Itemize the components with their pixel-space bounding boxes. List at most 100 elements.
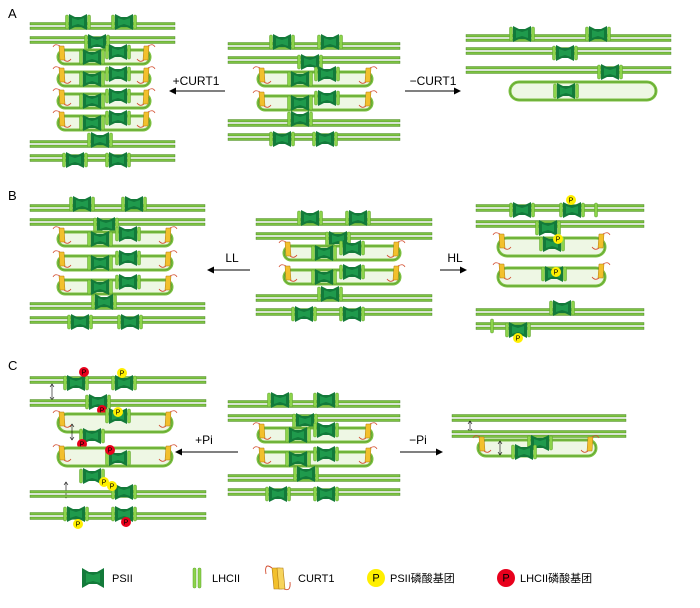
lhcii-icon [101,115,105,131]
lhcii-icon [313,446,317,462]
lhcii-icon [115,250,119,266]
lhcii-icon [317,34,321,50]
lhcii-icon [87,132,91,148]
lhcii-icon [143,196,147,212]
legend-lhcii-phosphate-icon: P [497,569,515,587]
lhcii-icon [557,220,561,236]
lhcii-icon [87,14,91,30]
lhcii-icon [297,210,301,226]
lhcii-icon [563,266,567,282]
lhcii-phosphate-icon: P [105,445,115,455]
phosphate-label: P [108,447,113,454]
lhcii-icon [297,54,301,70]
lhcii-icon [511,444,515,460]
legend-label-lhcii: LHCII [212,573,240,585]
lhcii-icon [339,240,343,256]
thylakoid-membrane [255,294,433,302]
thylakoid-membrane [255,218,433,226]
lhcii-icon [287,486,291,502]
lhcii-icon [505,322,509,338]
legend-label-curt1: CURT1 [298,573,334,585]
thylakoid-membrane [227,414,401,422]
lhcii-icon [575,83,579,99]
lhcii-icon [111,506,115,522]
legend-psii-icon [82,568,104,588]
lhcii-icon [311,245,315,261]
legend-curt1-icon [265,565,291,591]
lhcii-icon [552,45,556,61]
thylakoid-membrane [227,119,401,127]
lhcii-icon [117,314,121,330]
lhcii-icon [85,506,89,522]
thylakoid-membrane [29,399,207,407]
lhcii-icon [101,49,105,65]
lhcii-icon [289,392,293,408]
lhcii-phosphate-icon: P [79,367,89,377]
lhcii-icon [319,210,323,226]
lhcii-icon [361,240,365,256]
lhcii-icon [309,95,313,111]
arrow-label-plus-pi: +Pi [195,433,213,447]
psii-phosphate-icon: P [553,234,563,244]
lhcii-icon [79,71,83,87]
lhcii-icon [313,392,317,408]
lhcii-icon [133,484,137,500]
lhcii-icon [336,90,340,106]
lhcii-icon [339,34,343,50]
thylakoid-disc [56,254,174,272]
lhcii-icon [109,231,113,247]
spacing-arrow [49,383,55,401]
lhcii-icon [107,394,111,410]
lhcii-icon [509,202,513,218]
lhcii-icon [133,506,137,522]
thylakoid-membrane [29,22,176,30]
lhcii-icon [105,88,109,104]
lhcii-icon [87,255,91,271]
lhcii-icon [333,245,337,261]
lhcii-icon [127,408,131,424]
lhcii-icon [137,226,141,242]
lhcii-icon [535,220,539,236]
phosphate-label: P [82,369,87,376]
thylakoid-disc [508,80,658,102]
lhcii-icon [109,279,113,295]
lhcii-icon [509,26,513,42]
lhcii-icon [65,14,69,30]
lhcii-icon [339,286,343,302]
lhcii-icon [69,196,73,212]
lhcii-icon [84,152,88,168]
lhcii-icon [307,427,311,443]
lhcii-icon [293,466,297,482]
lhcii-icon [291,306,295,322]
lhcii-icon [285,427,289,443]
legend-label-psii: PSII [112,573,133,585]
psii-phosphate-icon: P [73,519,83,529]
lhcii-icon [314,66,318,82]
lhcii-icon [541,266,545,282]
lhcii-icon [607,26,611,42]
lhcii-icon [79,468,83,484]
lhcii-icon [87,279,91,295]
lhcii-icon [84,34,88,50]
phosphate-label: P [556,236,561,243]
lhcii-icon [137,250,141,266]
lhcii-icon [549,435,553,451]
lhcii-icon [79,115,83,131]
lhcii-icon [339,306,343,322]
thylakoid-membrane [29,154,176,162]
lhcii-icon [581,202,585,218]
lhcii-icon [335,486,339,502]
phosphate-label: P [80,441,85,448]
lhcii-icon [574,45,578,61]
lhcii-icon [339,264,343,280]
thylakoid-membrane [29,204,206,212]
lhcii-icon [113,294,117,310]
thylakoid-membrane [465,66,672,74]
lhcii-icon [309,71,313,87]
lhcii-icon [336,66,340,82]
lhcii-icon [85,394,89,410]
lhcii-icon [285,451,289,467]
thylakoid-membrane [451,430,627,438]
lhcii-icon [319,54,323,70]
